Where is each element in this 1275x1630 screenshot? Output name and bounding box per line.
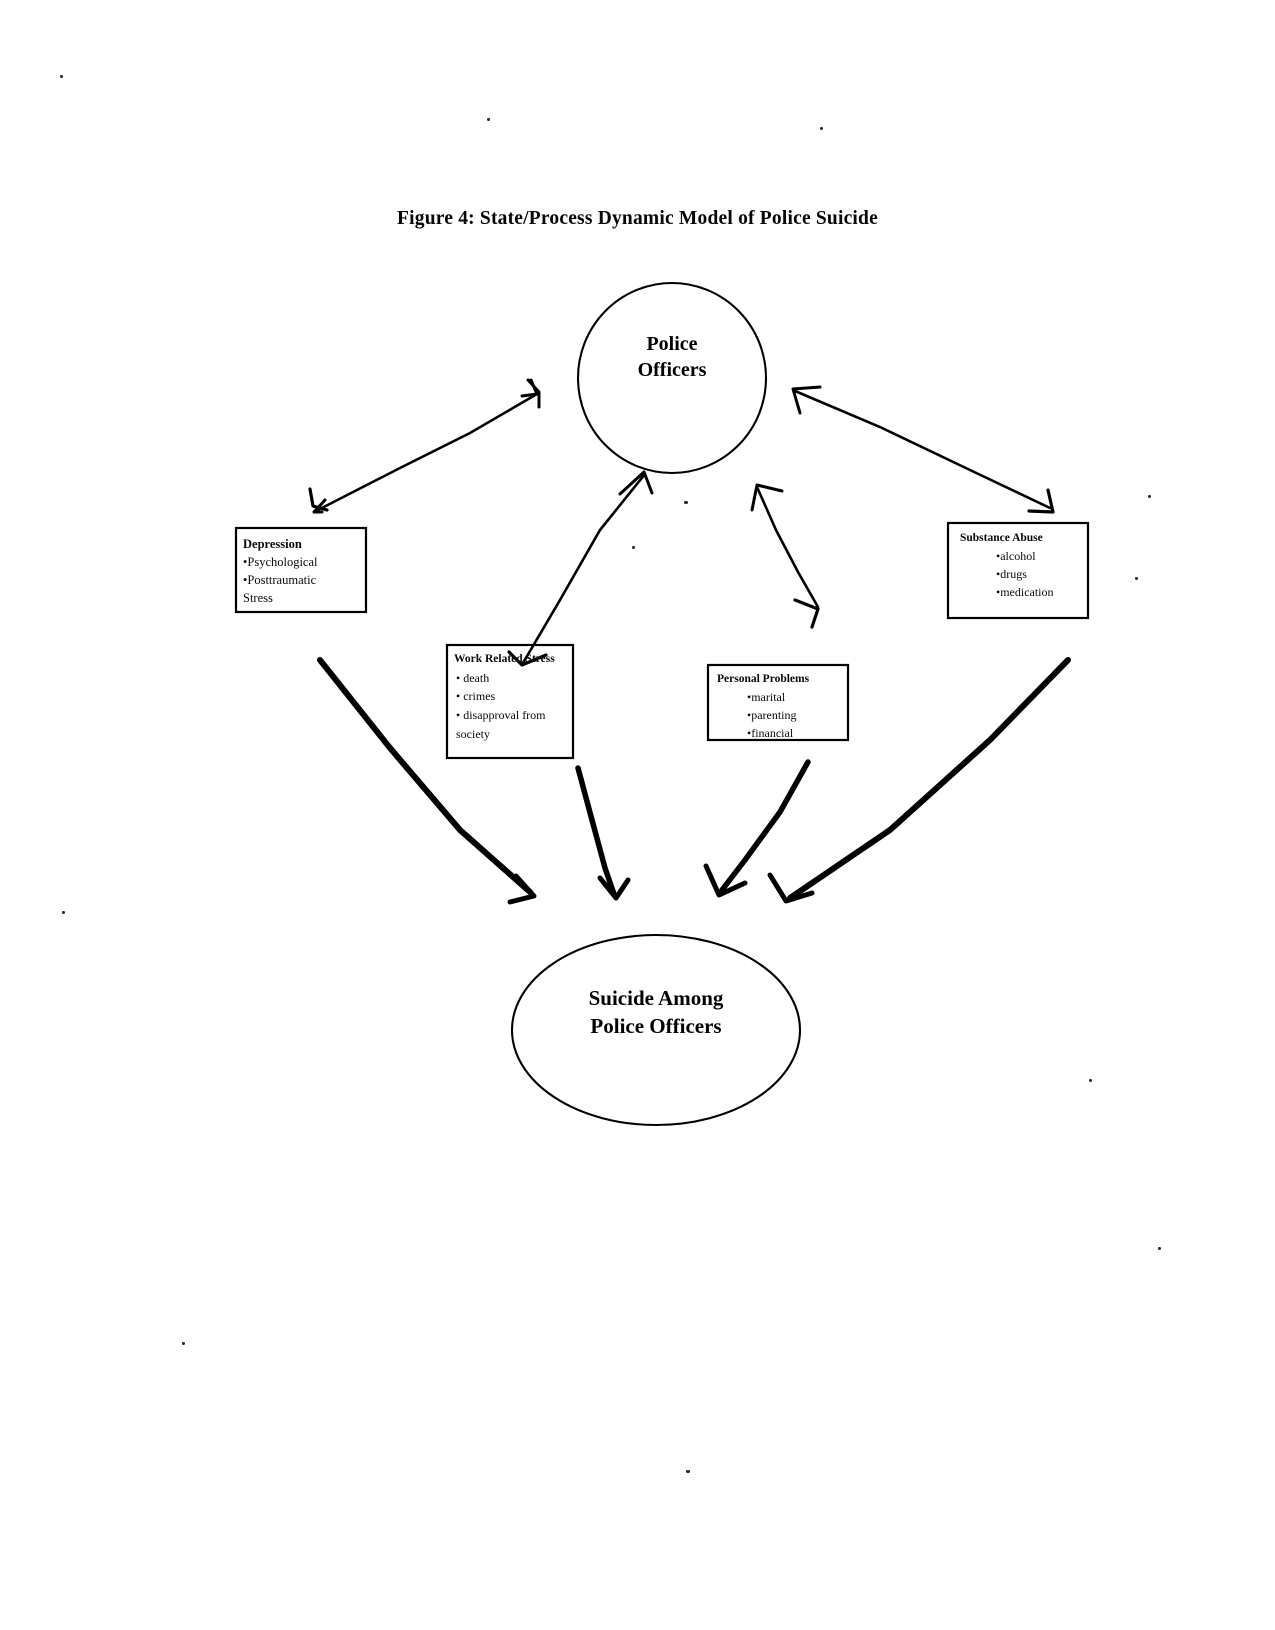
work-related-stress-box: Work Related Stress • death • crimes • d… [447, 645, 573, 758]
personal-problems-box: Personal Problems •marital •parenting •f… [708, 665, 848, 740]
scan-speckle [487, 118, 490, 121]
substance-abuse-box-title: Substance Abuse [960, 532, 1043, 544]
suicide-line1: Suicide Among [588, 986, 724, 1010]
scan-speckle [686, 1470, 690, 1473]
scan-speckle [62, 911, 65, 914]
police-officers-line2: Officers [637, 359, 707, 382]
scan-speckle [60, 75, 63, 78]
depression-box-title: Depression [243, 537, 302, 551]
scan-speckle [1089, 1079, 1092, 1082]
substance-abuse-item-alcohol: •alcohol [996, 549, 1036, 564]
work-related-stress-item-disapproval: • disapproval from [456, 708, 546, 722]
edge-personal-problems-suicide [703, 759, 811, 898]
personal-problems-box-title: Personal Problems [717, 673, 810, 685]
scan-speckle [1148, 495, 1151, 498]
scan-speckle [182, 1342, 185, 1345]
figure-title: Figure 4: State/Process Dynamic Model of… [397, 208, 878, 229]
substance-abuse-item-medication: •medication [996, 585, 1054, 600]
edge-police-officers-work-related-stress [507, 470, 654, 667]
scan-speckle [820, 127, 823, 130]
personal-problems-item-marital: •marital [747, 690, 786, 705]
suicide-line2: Police Officers [590, 1013, 722, 1038]
edge-police-officers-depression [308, 378, 541, 514]
scan-speckle [1135, 577, 1138, 580]
personal-problems-item-parenting: •parenting [747, 708, 797, 723]
police-officers-label: Police Officers [578, 331, 766, 384]
scan-speckle [632, 546, 635, 549]
depression-item-psychological: •Psychological [243, 555, 318, 570]
edge-police-officers-substance-abuse [791, 385, 1055, 514]
edge-police-officers-personal-problems [750, 483, 820, 629]
scan-speckle [684, 501, 688, 504]
edge-work-related-stress-suicide [575, 765, 631, 901]
suicide-label: Suicide Among Police Officers [512, 985, 800, 1040]
police-officers-line1: Police [646, 333, 698, 355]
substance-abuse-item-drugs: •drugs [996, 567, 1027, 582]
depression-item-stress: Stress [243, 591, 273, 606]
personal-problems-item-financial: •financial [747, 726, 794, 740]
work-related-stress-item-society: society [456, 726, 490, 741]
work-related-stress-box-title: Work Related Stress [454, 653, 555, 665]
work-related-stress-item-death: • death [456, 670, 490, 685]
work-related-stress-item-crimes: • crimes [456, 689, 496, 704]
depression-box: Depression •Psychological •Posttraumatic… [236, 528, 366, 612]
scan-speckle [1158, 1247, 1161, 1250]
depression-item-posttraumatic: •Posttraumatic [243, 573, 317, 588]
substance-abuse-box: Substance Abuse •alcohol •drugs •medicat… [948, 523, 1088, 618]
